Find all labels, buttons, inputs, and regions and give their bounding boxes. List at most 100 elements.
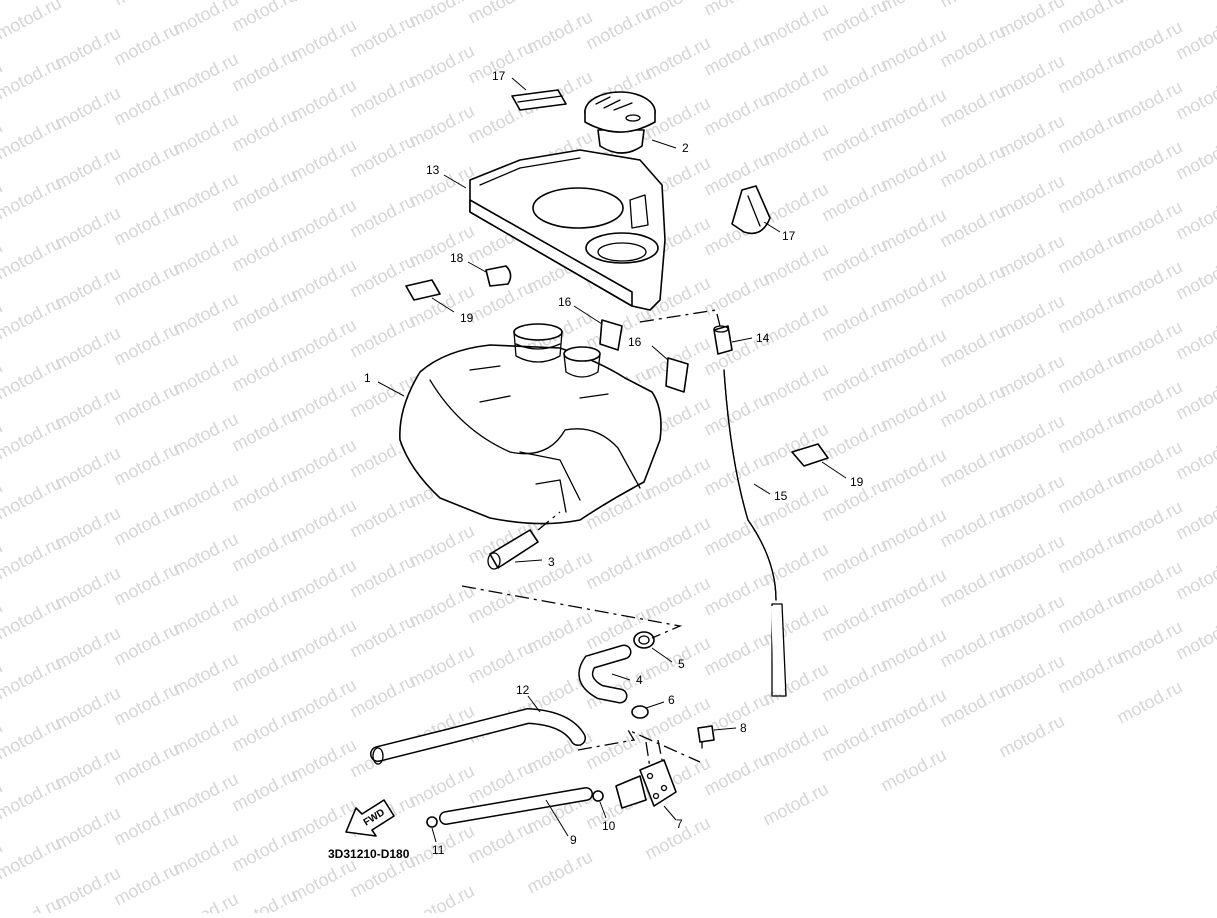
- pad-icon: [405, 279, 441, 301]
- watermark-text: motod.ru: [582, 723, 654, 774]
- watermark-text: motod.ru: [818, 235, 890, 286]
- breather-hose-icon: [723, 369, 787, 697]
- watermark-text: motod.ru: [0, 833, 65, 884]
- callout-11: 11: [432, 843, 445, 857]
- watermark-text: motod.ru: [936, 261, 1008, 312]
- callout-numbers: 1 2 3 4 5 6 7 8 9 10 11 12 13 14 15 16 1…: [364, 69, 864, 857]
- callout-19: 19: [850, 475, 864, 489]
- callout-18: 18: [450, 251, 464, 265]
- watermark-text: motod.ru: [700, 149, 772, 200]
- watermark-text: motod.ru: [1054, 527, 1126, 578]
- watermark-text: motod.ru: [582, 543, 654, 594]
- watermark-text: motod.ru: [346, 71, 418, 122]
- watermark-text: motod.ru: [818, 55, 890, 106]
- watermark-text: motod.ru: [51, 863, 123, 913]
- watermark-text: motod.ru: [1172, 373, 1217, 424]
- watermark-text: motod.ru: [818, 355, 890, 406]
- watermark-text: motod.ru: [346, 311, 418, 362]
- callout-13: 13: [426, 163, 440, 177]
- pad-icon: [511, 89, 567, 111]
- clip-icon: [426, 790, 604, 828]
- watermark-text: motod.ru: [346, 251, 418, 302]
- watermark-text: motod.ru: [110, 499, 182, 550]
- watermark-text: motod.ru: [700, 29, 772, 80]
- watermark-text: motod.ru: [0, 173, 65, 224]
- watermark-text: motod.ru: [995, 711, 1067, 762]
- watermark-text: motod.ru: [1054, 47, 1126, 98]
- watermark-text: motod.ru: [818, 175, 890, 226]
- callout-7: 7: [676, 817, 683, 831]
- watermark-text: motod.ru: [346, 191, 418, 242]
- watermark-text: motod.ru: [0, 593, 65, 644]
- hose-joint-icon: [713, 325, 733, 355]
- watermark-text: motod.ru: [700, 389, 772, 440]
- watermark-text: motod.ru: [936, 141, 1008, 192]
- watermark-text: motod.ru: [936, 621, 1008, 672]
- callout-19: 19: [460, 311, 474, 325]
- watermark-text: motod.ru: [936, 321, 1008, 372]
- watermark-text: motod.ru: [936, 81, 1008, 132]
- watermark-text: motod.ru: [346, 611, 418, 662]
- watermark-text: motod.ru: [1054, 467, 1126, 518]
- watermark-text: motod.ru: [1172, 433, 1217, 484]
- watermark-text: motod.ru: [936, 381, 1008, 432]
- fuel-tank-icon: [399, 323, 662, 525]
- watermark-text: motod.ru: [228, 165, 300, 216]
- watermark-text: motod.ru: [346, 11, 418, 62]
- drawing-code: 3D31210-D180: [328, 847, 410, 861]
- watermark-text: motod.ru: [1172, 193, 1217, 244]
- watermark-text: motod.ru: [1054, 227, 1126, 278]
- watermark-text: motod.ru: [818, 115, 890, 166]
- watermark-text: motod.ru: [1054, 107, 1126, 158]
- watermark-text: motod.ru: [0, 353, 65, 404]
- watermark-text: motod.ru: [464, 817, 536, 868]
- watermark-text: motod.ru: [228, 225, 300, 276]
- watermark-text: motod.ru: [110, 559, 182, 610]
- watermark-text: motod.ru: [700, 509, 772, 560]
- watermark-text: motod.ru: [346, 551, 418, 602]
- watermark-text: motod.ru: [110, 259, 182, 310]
- tank-cap-icon: [584, 91, 656, 154]
- watermark-text: motod.ru: [700, 269, 772, 320]
- watermark-text: motod.ru: [0, 533, 65, 584]
- watermark-text: motod.ru: [936, 21, 1008, 72]
- watermark-text: motod.ru: [228, 645, 300, 696]
- watermark-text: motod.ru: [0, 293, 65, 344]
- watermark-text: motod.ru: [346, 131, 418, 182]
- watermark-text: motod.ru: [818, 415, 890, 466]
- callout-16: 16: [558, 295, 572, 309]
- grommet-icon: [485, 265, 512, 287]
- bolt-icon: [697, 725, 715, 749]
- watermark-text: motod.ru: [228, 585, 300, 636]
- watermark-text: motod.ru: [1172, 13, 1217, 64]
- watermark-text: motod.ru: [1172, 493, 1217, 544]
- watermark-text: motod.ru: [818, 595, 890, 646]
- watermark-text: motod.ru: [700, 89, 772, 140]
- callout-6: 6: [668, 693, 675, 707]
- watermark-text: motod.ru: [936, 0, 1008, 12]
- watermark-text: motod.ru: [228, 765, 300, 816]
- fuel-fitting-icon: [487, 511, 561, 570]
- callout-4: 4: [636, 673, 643, 687]
- watermark-text: motod.ru: [1054, 347, 1126, 398]
- watermark-text: motod.ru: [818, 535, 890, 586]
- watermark-text: motod.ru: [759, 779, 831, 830]
- watermark-text: motod.ru: [936, 681, 1008, 732]
- watermark-text: motod.ru: [0, 713, 65, 764]
- watermark-text: motod.ru: [1172, 613, 1217, 664]
- callout-5: 5: [678, 657, 685, 671]
- watermark-text: motod.ru: [110, 679, 182, 730]
- watermark-text: motod.ru: [0, 0, 6, 14]
- watermark-text: motod.ru: [1172, 0, 1217, 4]
- callout-14: 14: [756, 331, 770, 345]
- pad-icon: [791, 443, 829, 467]
- watermark-text: motod.ru: [110, 439, 182, 490]
- watermark-text: motod.ru: [110, 379, 182, 430]
- watermark-text: motod.ru: [877, 745, 949, 796]
- watermark-text: motod.ru: [0, 233, 65, 284]
- watermark-text: motod.ru: [936, 561, 1008, 612]
- callout-16: 16: [628, 335, 642, 349]
- callout-17: 17: [782, 229, 796, 243]
- watermark-text: motod.ru: [1054, 287, 1126, 338]
